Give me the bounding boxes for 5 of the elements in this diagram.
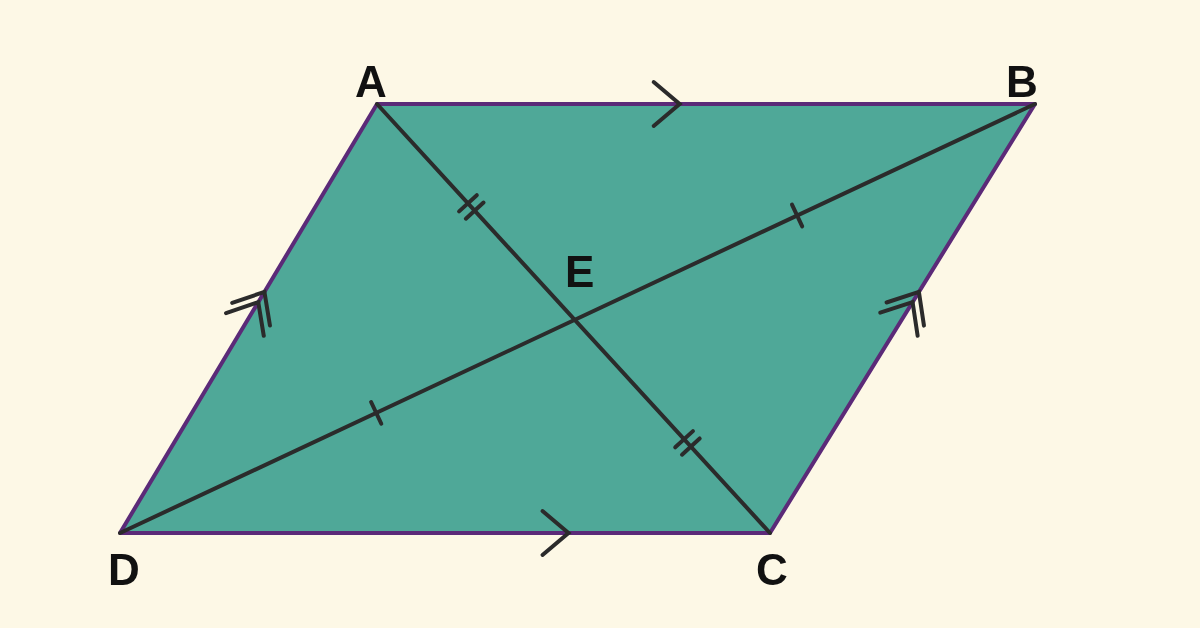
point-label: A [355,60,387,104]
point-label: C [756,548,788,592]
point-label: E [565,250,595,294]
point-label: D [108,548,140,592]
point-label: B [1006,60,1038,104]
